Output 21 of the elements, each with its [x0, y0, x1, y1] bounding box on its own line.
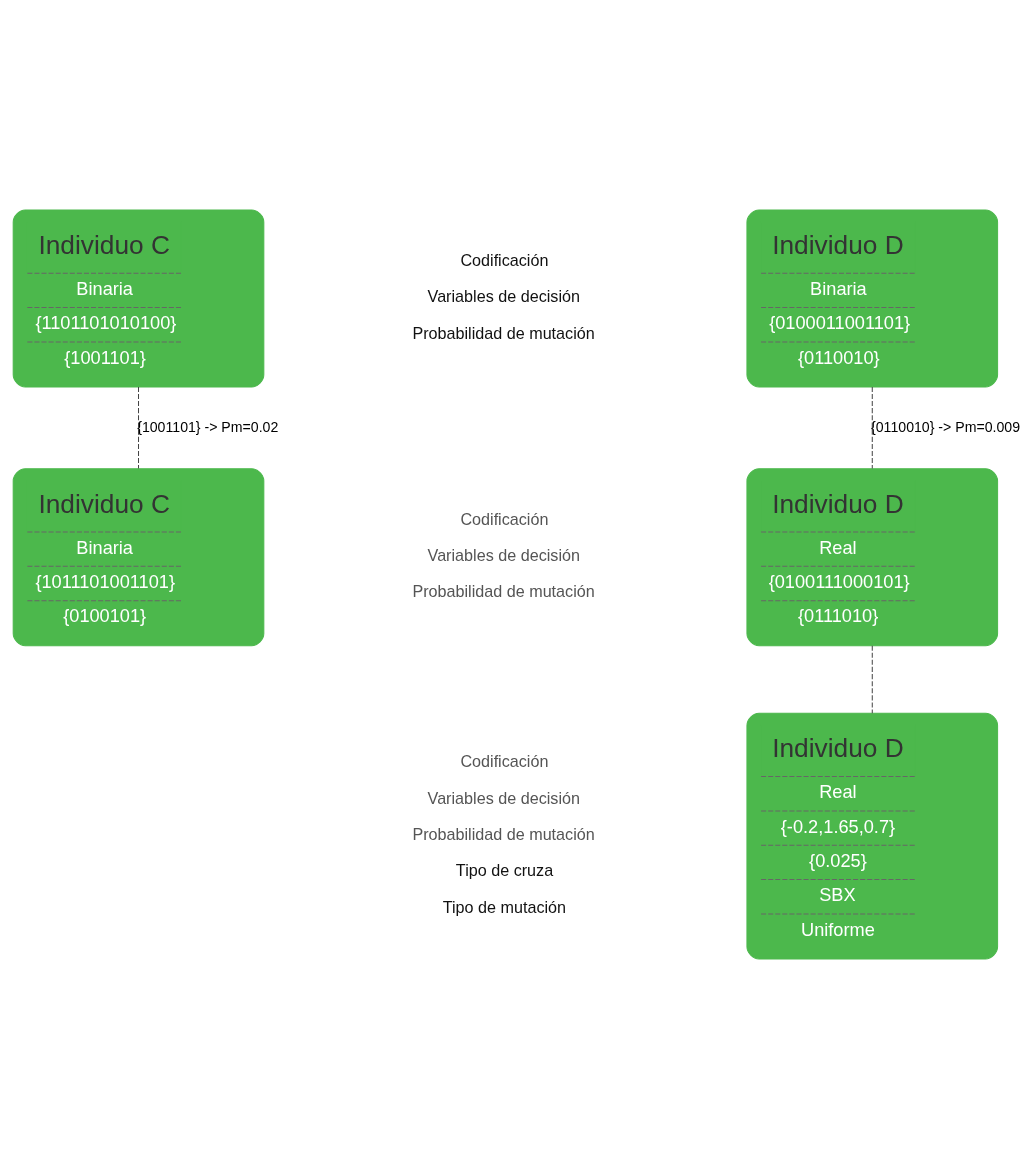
label: Variables de decisión: [427, 286, 580, 305]
connector: [871, 644, 873, 714]
label: Codificación: [459, 509, 548, 528]
label: Probabilidad de mutación: [411, 824, 595, 843]
label: Tipo de cruza: [455, 860, 553, 879]
node-box: Individuo D Binaria {0100011001101} {0110010}: [745, 209, 998, 387]
node-box: Individuo C Binaria {1101101010100} {1001101}: [12, 209, 264, 387]
connector: [137, 386, 139, 469]
node-box: Individuo D Real {-0.2,1.65,0.7} {0.025} SBX Uniforme: [745, 712, 998, 959]
label: Codificación: [459, 751, 548, 770]
edge-label: {1001101} -> Pm=0.02: [136, 418, 278, 435]
edge-label: {0110010} -> Pm=0.009: [870, 418, 1020, 435]
label: Probabilidad de mutación: [411, 581, 595, 600]
node-box: Individuo C Binaria {1011101001101} {0100101}: [12, 467, 264, 646]
label: Tipo de mutación: [442, 897, 566, 916]
node-box: Individuo D Real {0100111000101} {0111010}: [745, 467, 998, 646]
label: Codificación: [459, 250, 548, 269]
label: Variables de decisión: [427, 788, 580, 807]
label: Probabilidad de mutación: [411, 323, 595, 342]
label: Variables de decisión: [427, 545, 580, 564]
connector: [871, 386, 873, 469]
